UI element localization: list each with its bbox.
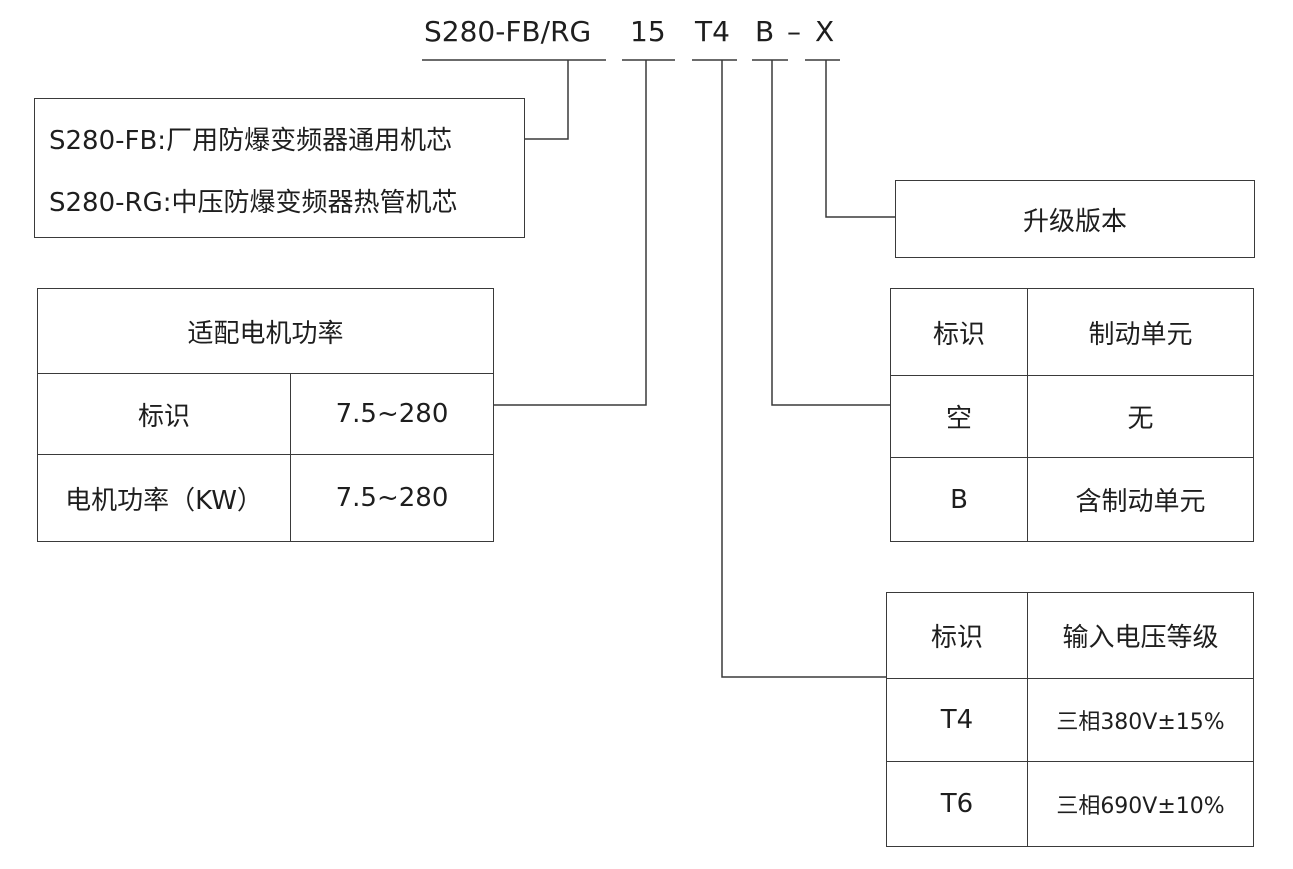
version-box: 升级版本 [895,180,1255,258]
connector-brake [771,60,890,406]
code-series: S280-FB/RG [424,15,592,48]
voltage-row-level: 三相380V±15% [1027,678,1254,762]
brake-header-unit: 制动单元 [1027,288,1254,376]
brake-table: 标识 制动单元 空 无 B 含制动单元 [890,288,1254,542]
brake-row-id: 空 [890,375,1028,458]
series-line-rg: S280-RG:中压防爆变频器热管机芯 [49,188,458,218]
connector-voltage [721,60,886,678]
voltage-table: 标识 输入电压等级 T4 三相380V±15% T6 三相690V±10% [886,592,1254,847]
power-row-label: 电机功率（KW） [37,454,291,542]
brake-row-desc: 含制动单元 [1027,457,1254,542]
voltage-header-level: 输入电压等级 [1027,592,1254,679]
voltage-header-id: 标识 [886,592,1028,679]
brake-header-id: 标识 [890,288,1028,376]
connector-series [525,60,569,140]
brake-row-desc: 无 [1027,375,1254,458]
code-dash: – [787,15,801,48]
series-line-fb: S280-FB:厂用防爆变频器通用机芯 [49,126,453,156]
connector-power [494,60,647,406]
power-table: 适配电机功率 标识 7.5~280 电机功率（KW） 7.5~280 [37,288,494,542]
code-brake: B [755,15,775,48]
voltage-row-id: T4 [886,678,1028,762]
voltage-row-id: T6 [886,761,1028,847]
power-row-value: 7.5~280 [290,454,494,542]
voltage-row-level: 三相690V±10% [1027,761,1254,847]
power-table-title: 适配电机功率 [37,288,494,374]
code-power: 15 [630,15,666,48]
series-box: S280-FB:厂用防爆变频器通用机芯 S280-RG:中压防爆变频器热管机芯 [34,98,525,238]
code-version: X [815,15,835,48]
power-row-label: 标识 [37,373,291,455]
code-voltage: T4 [695,15,730,48]
power-row-value: 7.5~280 [290,373,494,455]
version-label: 升级版本 [1022,206,1127,237]
connector-version [825,60,895,218]
brake-row-id: B [890,457,1028,542]
